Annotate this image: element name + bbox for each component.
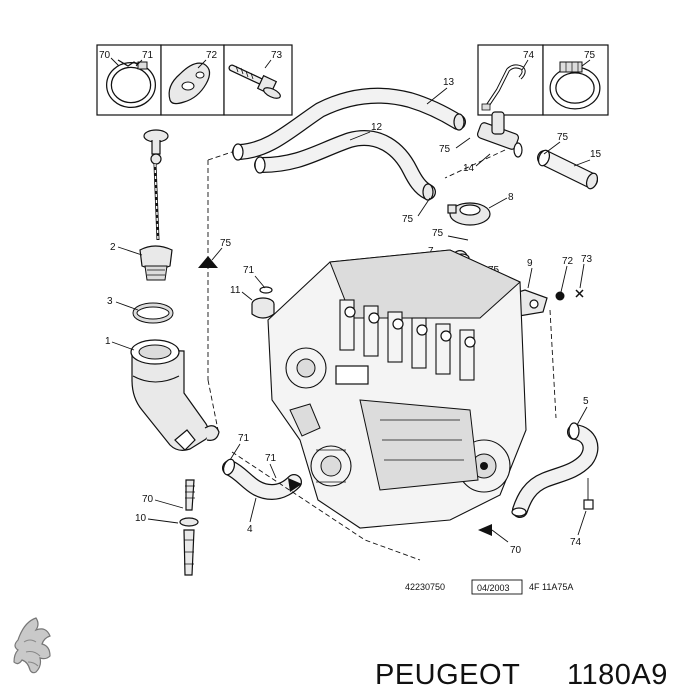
label-71-thumb: 71	[142, 50, 154, 61]
label-70-drain: 70	[142, 494, 154, 505]
thumbnail-row-left: 70 71 72 73	[96, 44, 293, 116]
hose-15	[537, 149, 599, 190]
seal-73	[575, 289, 584, 298]
dipstick-assembly	[143, 129, 169, 241]
engine-block	[267, 249, 527, 529]
label-75-valve: 75	[432, 228, 444, 239]
label-1: 1	[105, 336, 111, 347]
arrow-right-icon	[288, 478, 302, 492]
label-73-sensor: 73	[581, 254, 593, 265]
label-72-sensor: 72	[562, 256, 574, 267]
label-75-left: 75	[220, 238, 232, 249]
part-title: PEUGEOT 1180A9	[375, 659, 668, 691]
label-75-thumb: 75	[584, 50, 596, 61]
label-2: 2	[110, 242, 116, 253]
label-73-thumb: 73	[271, 50, 283, 61]
hose-clip-icon	[481, 64, 526, 111]
hose-clamp-icon	[106, 59, 156, 108]
label-70-thumb: 70	[99, 50, 111, 61]
hose-13	[232, 87, 466, 161]
bolt-icon	[228, 64, 281, 99]
peugeot-lion-logo	[13, 617, 51, 674]
hose-clamp-75-icon	[549, 61, 601, 110]
label-71-grommet: 71	[243, 265, 255, 276]
label-14: 14	[463, 163, 475, 174]
label-5: 5	[583, 396, 589, 407]
reference-block: 42230750 04/2003 4F 11A75A	[405, 579, 573, 595]
rubber-mount-icon	[168, 62, 211, 105]
reference-number: 42230750	[405, 582, 445, 592]
t-connector-14	[476, 111, 523, 158]
seal-ring-3	[132, 302, 174, 324]
label-13: 13	[443, 77, 455, 88]
reference-code: 4F 11A75A	[529, 582, 573, 592]
drain-pipe-10	[179, 479, 199, 576]
label-11: 11	[230, 285, 241, 296]
label-10: 10	[135, 513, 147, 524]
label-3: 3	[107, 296, 113, 307]
label-75-tpiece: 75	[439, 144, 451, 155]
reference-date: 04/2003	[477, 583, 510, 593]
plug-72	[555, 291, 565, 301]
part-number: 1180A9	[567, 659, 668, 691]
label-4: 4	[247, 524, 253, 535]
clip-74-icon	[583, 499, 594, 510]
label-12: 12	[371, 122, 383, 133]
hose-4	[222, 458, 302, 500]
label-70-clamp: 70	[510, 545, 522, 556]
arrow-up-icon	[198, 256, 218, 268]
arrow-left-icon	[478, 524, 492, 536]
valve-8	[447, 202, 491, 226]
label-9: 9	[527, 258, 533, 269]
grommet-11	[251, 286, 275, 319]
label-72-thumb: 72	[206, 50, 218, 61]
filler-housing-1	[130, 339, 220, 451]
hose-5	[511, 422, 599, 518]
label-75-hose12: 75	[402, 214, 414, 225]
hose-12	[254, 130, 436, 201]
label-71-hose4-right: 71	[265, 453, 277, 464]
label-71-hose4-top: 71	[238, 433, 250, 444]
label-74-clip: 74	[570, 537, 582, 548]
label-75-hose15: 75	[557, 132, 569, 143]
brand-name: PEUGEOT	[375, 659, 520, 691]
label-8: 8	[508, 192, 514, 203]
label-15: 15	[590, 149, 602, 160]
label-74-thumb: 74	[523, 50, 535, 61]
filler-cap-2	[139, 245, 173, 281]
thumbnail-row-right: 74 75	[477, 44, 609, 116]
reference-date-box	[471, 579, 523, 595]
